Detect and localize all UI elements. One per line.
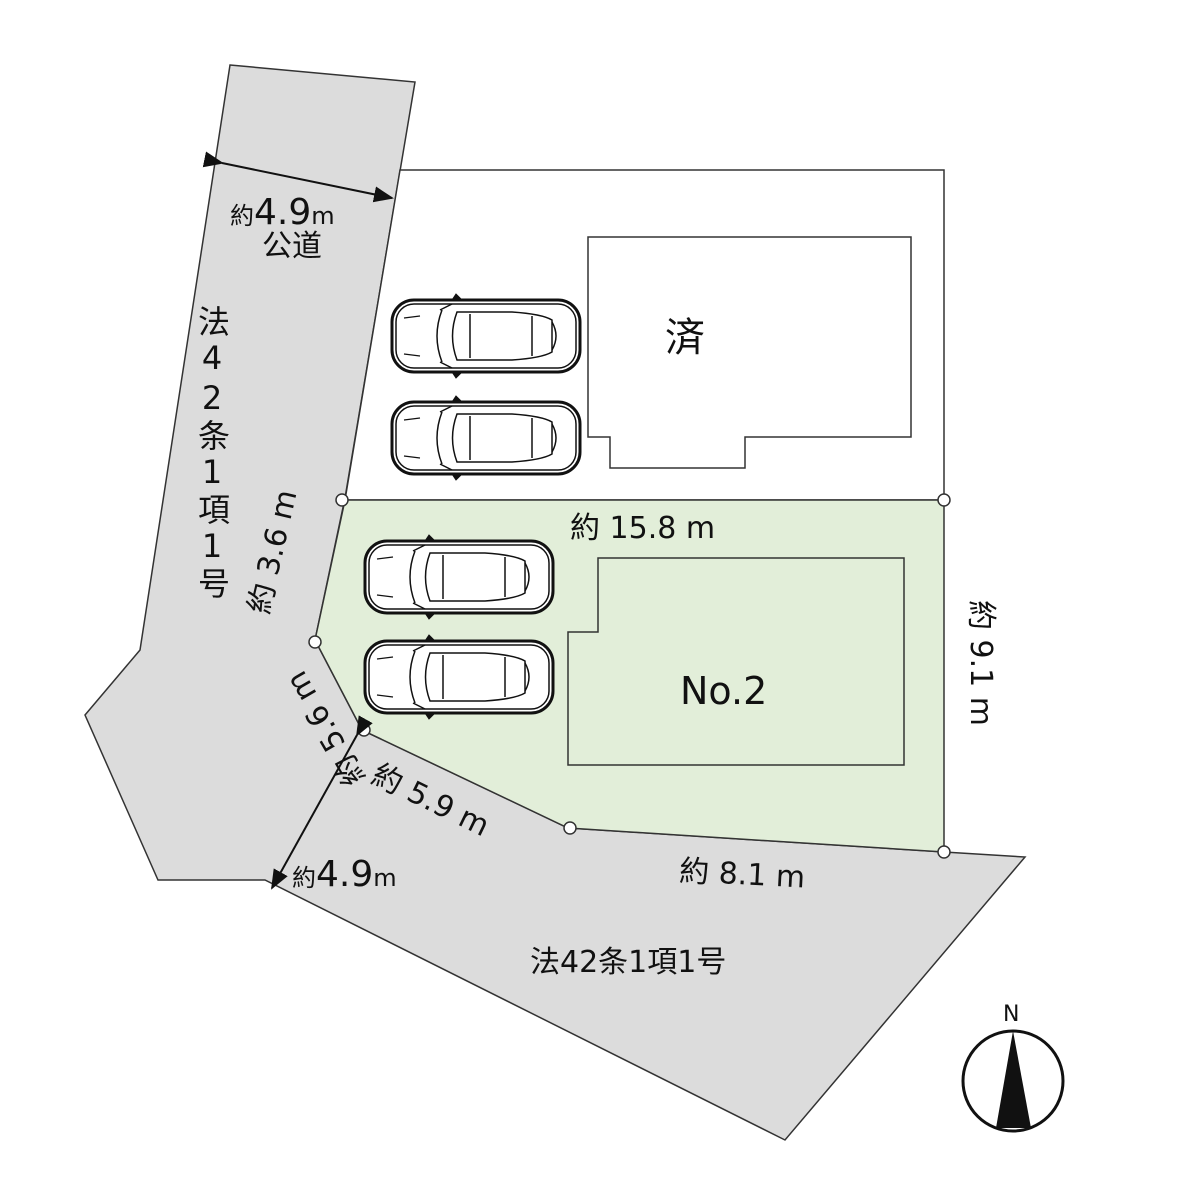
- north-road-width-arrow: [202, 151, 394, 203]
- dim-east: 約 9.1 m: [963, 600, 998, 727]
- dim-north: 約 15.8 m: [570, 511, 716, 546]
- compass-north-label: N: [1003, 1002, 1020, 1027]
- south-road-class: 法42条1項1号: [530, 945, 727, 980]
- north-road-type: 公道: [262, 229, 322, 264]
- compass-icon: [961, 1029, 1065, 1133]
- sold-building: [587, 236, 912, 469]
- north-road-width: 約4.9m: [230, 192, 335, 233]
- car-icon: [390, 292, 582, 380]
- car-icon: [363, 633, 555, 721]
- south-road-width: 約4.9m: [292, 854, 397, 895]
- sold-label: 済: [665, 315, 705, 361]
- west-road-class: 法42条1項1号: [193, 305, 231, 601]
- lot-label: No.2: [680, 669, 768, 713]
- no2-building: [567, 557, 905, 766]
- car-icon: [363, 533, 555, 621]
- car-icon: [390, 394, 582, 482]
- dim-south: 約 8.1 m: [678, 854, 806, 896]
- south-road-width-arrow: [271, 715, 373, 890]
